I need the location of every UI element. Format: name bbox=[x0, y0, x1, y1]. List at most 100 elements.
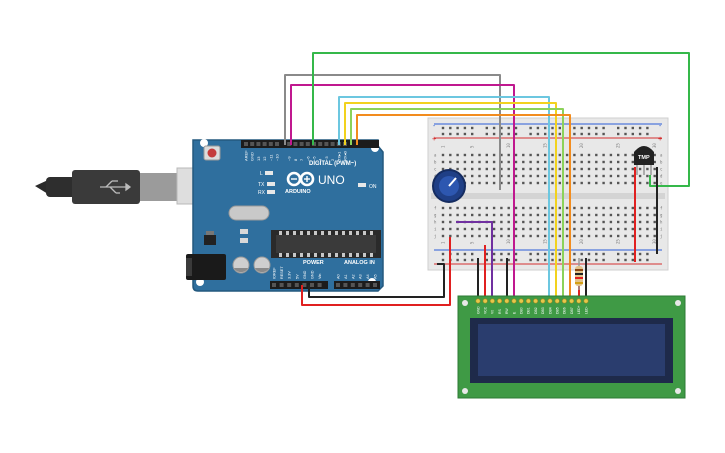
breadboard-hole[interactable] bbox=[595, 174, 598, 178]
breadboard-hole[interactable] bbox=[536, 167, 540, 171]
breadboard-hole[interactable] bbox=[522, 174, 525, 178]
breadboard-hole[interactable] bbox=[492, 252, 496, 256]
breadboard-hole[interactable] bbox=[514, 132, 518, 136]
breadboard-hole[interactable] bbox=[595, 153, 598, 157]
breadboard-hole[interactable] bbox=[638, 227, 642, 231]
breadboard-hole[interactable] bbox=[507, 132, 510, 136]
breadboard-hole[interactable] bbox=[500, 181, 503, 185]
breadboard-hole[interactable] bbox=[573, 132, 576, 136]
breadboard-hole[interactable] bbox=[573, 160, 576, 164]
breadboard-hole[interactable] bbox=[522, 153, 525, 157]
lcd-pin[interactable] bbox=[525, 298, 531, 304]
breadboard-hole[interactable] bbox=[449, 220, 452, 224]
breadboard-hole[interactable] bbox=[485, 160, 488, 164]
breadboard-hole[interactable] bbox=[471, 234, 474, 238]
breadboard-hole[interactable] bbox=[624, 206, 627, 210]
breadboard-hole[interactable] bbox=[602, 153, 605, 157]
breadboard-hole[interactable] bbox=[536, 220, 540, 224]
breadboard-hole[interactable] bbox=[573, 181, 576, 185]
breadboard-hole[interactable] bbox=[522, 160, 525, 164]
breadboard-hole[interactable] bbox=[551, 160, 554, 164]
breadboard-hole[interactable] bbox=[617, 132, 620, 136]
breadboard-hole[interactable] bbox=[536, 126, 540, 130]
breadboard-hole[interactable] bbox=[602, 126, 605, 130]
header-pin-hole[interactable] bbox=[256, 142, 261, 146]
breadboard-hole[interactable] bbox=[624, 181, 627, 185]
breadboard-hole[interactable] bbox=[587, 213, 591, 217]
breadboard-hole[interactable] bbox=[617, 160, 620, 164]
breadboard-hole[interactable] bbox=[492, 174, 496, 178]
breadboard-hole[interactable] bbox=[602, 132, 605, 136]
breadboard-hole[interactable] bbox=[573, 213, 576, 217]
breadboard-hole[interactable] bbox=[544, 227, 547, 231]
breadboard-hole[interactable] bbox=[631, 234, 634, 238]
breadboard-hole[interactable] bbox=[471, 227, 474, 231]
breadboard-hole[interactable] bbox=[609, 213, 613, 217]
breadboard-hole[interactable] bbox=[602, 167, 605, 171]
breadboard-hole[interactable] bbox=[507, 220, 510, 224]
breadboard-hole[interactable] bbox=[492, 126, 496, 130]
breadboard-hole[interactable] bbox=[485, 153, 488, 157]
breadboard-hole[interactable] bbox=[617, 227, 620, 231]
breadboard-hole[interactable] bbox=[565, 153, 569, 157]
breadboard-hole[interactable] bbox=[544, 258, 547, 262]
breadboard-hole[interactable] bbox=[602, 234, 605, 238]
header-pin-hole[interactable] bbox=[350, 283, 355, 287]
breadboard-hole[interactable] bbox=[609, 220, 613, 224]
header-pin-hole[interactable] bbox=[305, 142, 310, 146]
breadboard-hole[interactable] bbox=[529, 252, 532, 256]
breadboard-hole[interactable] bbox=[463, 132, 467, 136]
breadboard-hole[interactable] bbox=[441, 252, 445, 256]
wire-orange[interactable] bbox=[356, 114, 571, 300]
breadboard-hole[interactable] bbox=[471, 160, 474, 164]
lcd-pin[interactable] bbox=[482, 298, 488, 304]
lcd-pin[interactable] bbox=[475, 298, 481, 304]
header-pin-hole[interactable] bbox=[262, 142, 267, 146]
breadboard-hole[interactable] bbox=[492, 160, 496, 164]
breadboard-hole[interactable] bbox=[456, 167, 459, 171]
lcd-pin[interactable] bbox=[561, 298, 567, 304]
breadboard-hole[interactable] bbox=[544, 181, 547, 185]
breadboard-hole[interactable] bbox=[595, 160, 598, 164]
breadboard-hole[interactable] bbox=[565, 234, 569, 238]
breadboard-hole[interactable] bbox=[514, 167, 518, 171]
breadboard-hole[interactable] bbox=[529, 153, 532, 157]
breadboard-hole[interactable] bbox=[529, 174, 532, 178]
breadboard-hole[interactable] bbox=[463, 126, 467, 130]
breadboard-hole[interactable] bbox=[471, 174, 474, 178]
breadboard-hole[interactable] bbox=[514, 227, 518, 231]
breadboard-hole[interactable] bbox=[485, 234, 488, 238]
breadboard-hole[interactable] bbox=[551, 167, 554, 171]
breadboard-hole[interactable] bbox=[485, 258, 488, 262]
breadboard-hole[interactable] bbox=[536, 213, 540, 217]
breadboard-hole[interactable] bbox=[544, 252, 547, 256]
breadboard-hole[interactable] bbox=[646, 126, 649, 130]
breadboard-hole[interactable] bbox=[602, 206, 605, 210]
breadboard-hole[interactable] bbox=[551, 206, 554, 210]
breadboard-hole[interactable] bbox=[551, 227, 554, 231]
breadboard-hole[interactable] bbox=[507, 153, 510, 157]
breadboard-hole[interactable] bbox=[624, 174, 627, 178]
breadboard-hole[interactable] bbox=[624, 213, 627, 217]
header-pin-hole[interactable] bbox=[293, 142, 298, 146]
lcd-pin[interactable] bbox=[533, 298, 539, 304]
breadboard-hole[interactable] bbox=[536, 227, 540, 231]
breadboard-hole[interactable] bbox=[478, 227, 481, 231]
breadboard-hole[interactable] bbox=[551, 126, 554, 130]
breadboard-hole[interactable] bbox=[514, 160, 518, 164]
header-pin-hole[interactable] bbox=[279, 283, 284, 287]
wire-gray[interactable] bbox=[284, 74, 501, 190]
header-pin-hole[interactable] bbox=[287, 142, 292, 146]
breadboard-hole[interactable] bbox=[522, 227, 525, 231]
wire-lightgreen[interactable] bbox=[350, 108, 564, 300]
breadboard-hole[interactable] bbox=[558, 160, 561, 164]
header-pin-hole[interactable] bbox=[365, 283, 370, 287]
breadboard-hole[interactable] bbox=[580, 213, 583, 217]
breadboard-hole[interactable] bbox=[507, 227, 510, 231]
wire-lightblue[interactable] bbox=[338, 96, 550, 300]
breadboard-hole[interactable] bbox=[587, 153, 591, 157]
breadboard-hole[interactable] bbox=[441, 126, 445, 130]
wire-red-5v[interactable] bbox=[301, 237, 451, 306]
breadboard-hole[interactable] bbox=[646, 213, 649, 217]
breadboard-hole[interactable] bbox=[507, 174, 510, 178]
